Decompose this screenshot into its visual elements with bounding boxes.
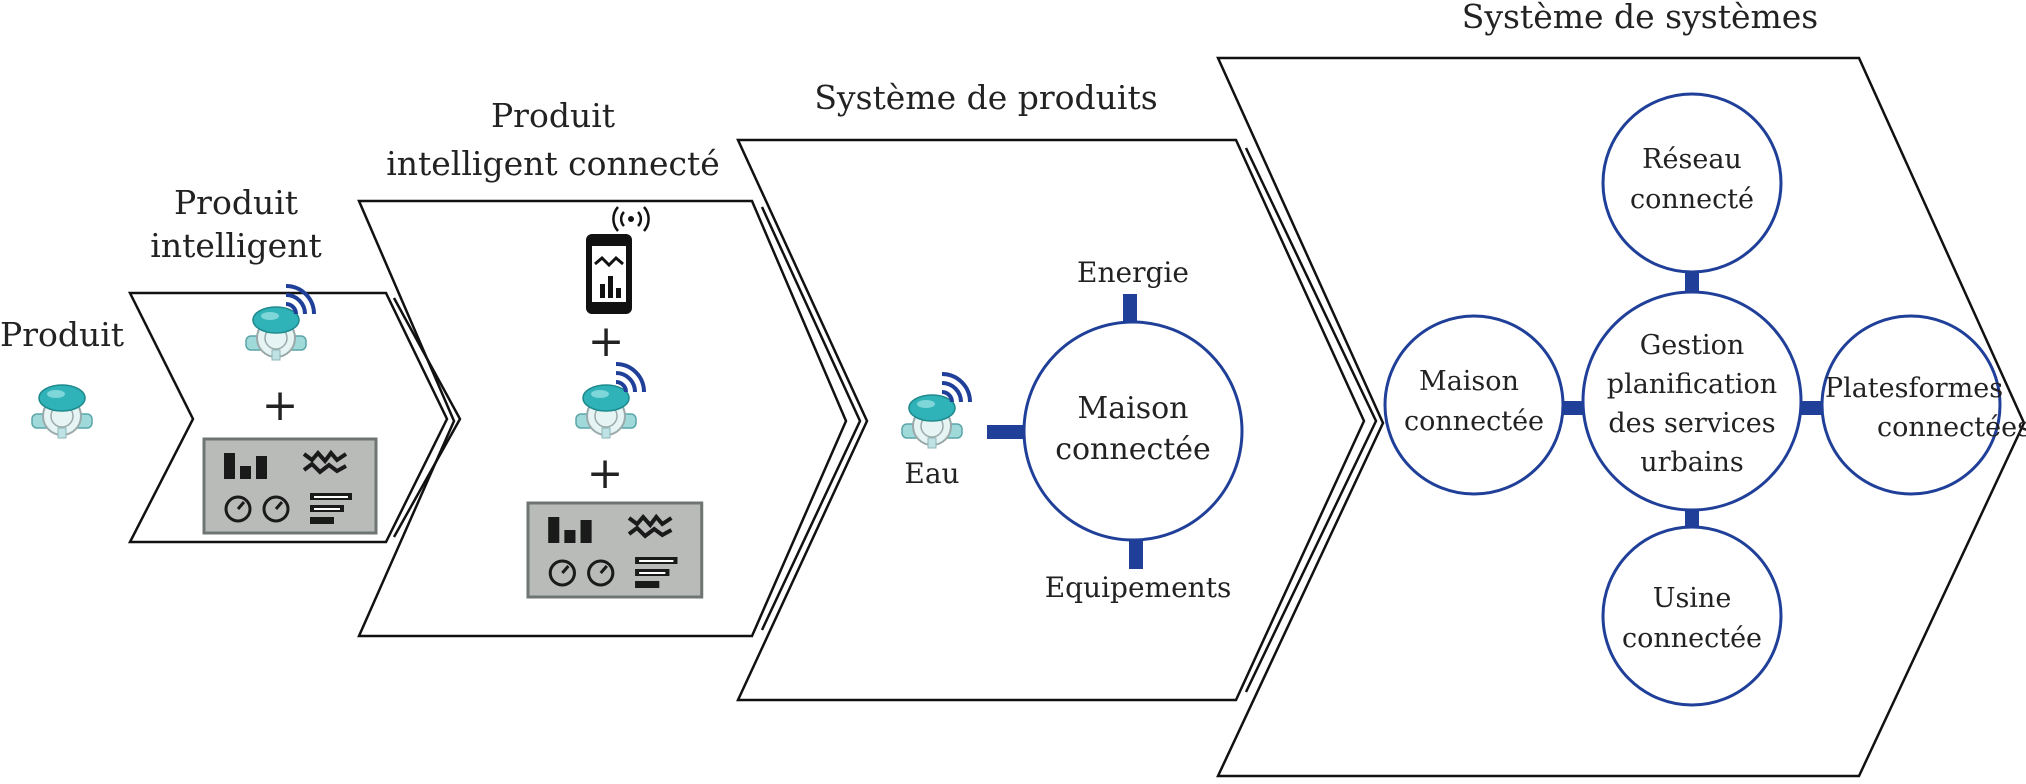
plus-sign: + — [262, 380, 299, 431]
dashboard-panel-icon — [202, 437, 378, 535]
node-label-eau: Eau — [904, 457, 959, 490]
dashboard-panel-icon — [528, 503, 702, 597]
hub-node-maison-connectee — [1022, 320, 1244, 542]
node-platesformes-connectees — [1820, 314, 2002, 496]
node-usine-connectee — [1601, 525, 1783, 707]
smartphone-icon — [586, 234, 632, 314]
stage-title-connected-product-line2: intelligent connecté — [386, 144, 720, 183]
connector — [1562, 401, 1584, 415]
stage-title-system-of-systems: Système de systèmes — [1462, 0, 1819, 36]
connector — [1129, 541, 1143, 569]
node-usine-line2: connectée — [1622, 623, 1762, 654]
node-reseau-connecte — [1601, 92, 1783, 274]
node-platesformes-line1: Platesformes — [1825, 373, 2003, 404]
stage-title-smart-product-line2: intelligent — [150, 226, 321, 265]
water-meter-icon — [31, 384, 93, 439]
node-label-energie: Energie — [1077, 256, 1189, 289]
node-platesformes-line2: connectées — [1877, 412, 2026, 443]
node-maison-connectee — [1383, 314, 1565, 496]
center-node-gestion — [1581, 290, 1803, 512]
stage-title-smart-product-line1: Produit — [174, 183, 298, 222]
connector — [1123, 294, 1137, 322]
connector — [1685, 270, 1699, 294]
center-label-line4: urbains — [1640, 447, 1744, 478]
node-label-equipements: Equipements — [1045, 571, 1232, 604]
connector — [987, 425, 1027, 439]
connector — [1800, 401, 1826, 415]
plus-sign: + — [587, 448, 624, 499]
node-maison-line2: connectée — [1404, 406, 1544, 437]
hub-label-line1: Maison — [1078, 391, 1189, 426]
node-reseau-line2: connecté — [1630, 184, 1754, 215]
stage-title-product-system: Système de produits — [814, 78, 1157, 117]
node-usine-line1: Usine — [1653, 583, 1732, 614]
wifi-signal-icon — [612, 206, 650, 232]
center-label-line3: des services — [1608, 408, 1775, 439]
stage-title-product: Produit — [0, 315, 124, 354]
connector — [1685, 508, 1699, 528]
node-maison-line1: Maison — [1419, 366, 1519, 397]
center-label-line1: Gestion — [1640, 330, 1745, 361]
center-label-line2: planification — [1607, 369, 1777, 400]
stage-title-connected-product-line1: Produit — [491, 96, 615, 135]
node-reseau-line1: Réseau — [1642, 144, 1742, 175]
plus-sign: + — [588, 316, 625, 367]
hub-label-line2: connectée — [1055, 432, 1211, 467]
